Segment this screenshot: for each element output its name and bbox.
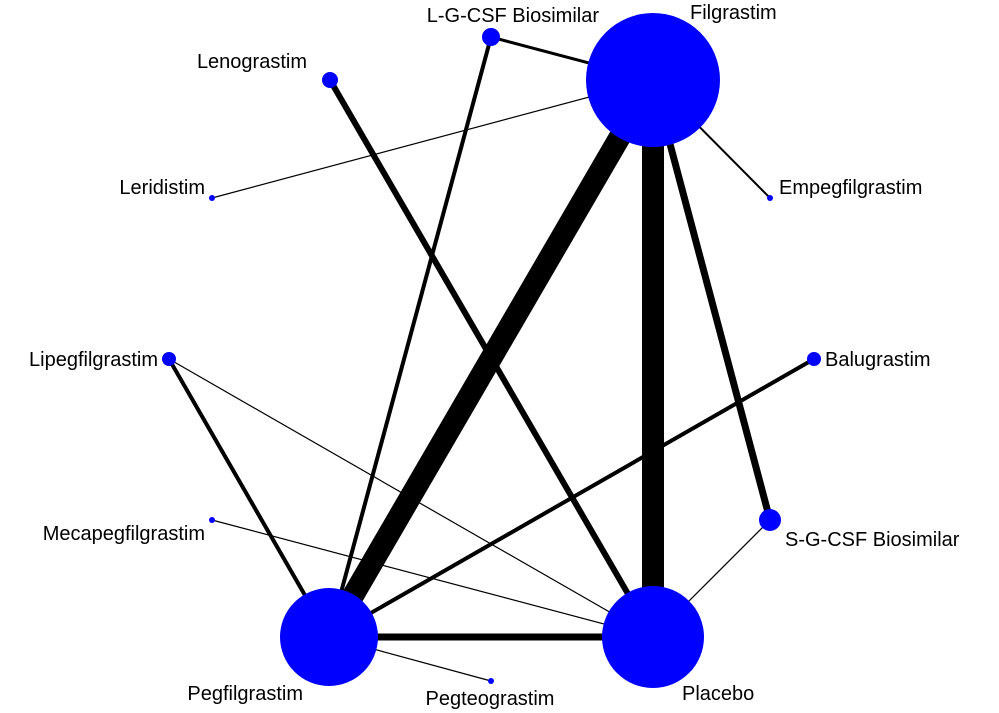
edge-filgrastim-s-g-csf-biosimilar — [649, 79, 774, 521]
node-filgrastim — [586, 13, 720, 147]
node-lenograstim — [322, 72, 338, 88]
edges-layer — [167, 35, 815, 682]
node-mecapegfilgrastim — [209, 517, 215, 523]
node-balugrastim — [807, 352, 821, 366]
node-label-pegfilgrastim: Pegfilgrastim — [187, 683, 303, 705]
node-label-leridistim: Leridistim — [119, 177, 205, 199]
node-pegfilgrastim — [280, 588, 378, 686]
node-leridistim — [209, 195, 215, 201]
node-empegfilgrastim — [767, 195, 773, 201]
edge-balugrastim-pegfilgrastim — [328, 357, 815, 639]
node-label-filgrastim: Filgrastim — [690, 2, 777, 24]
node-label-lenograstim: Lenograstim — [197, 51, 307, 73]
node-lipegfilgrastim — [162, 352, 176, 366]
node-label-pegteograstim: Pegteograstim — [426, 688, 555, 710]
node-placebo — [602, 586, 704, 688]
nodes-layer — [162, 13, 821, 688]
node-label-balugrastim: Balugrastim — [825, 349, 931, 371]
node-label-placebo: Placebo — [682, 683, 754, 705]
edge-leridistim-filgrastim — [211, 79, 654, 199]
node-label-l-g-csf-biosimilar: L-G-CSF Biosimilar — [427, 5, 600, 27]
edge-lipegfilgrastim-placebo — [168, 358, 654, 638]
node-label-lipegfilgrastim: Lipegfilgrastim — [29, 349, 158, 371]
edge-l-g-csf-biosimilar-pegfilgrastim — [327, 36, 493, 638]
node-s-g-csf-biosimilar — [759, 509, 781, 531]
labels-layer: Filgrastim L-G-CSF BiosimilarLenograstimL… — [29, 2, 960, 710]
edge-mecapegfilgrastim-placebo — [211, 519, 654, 638]
node-pegteograstim — [488, 678, 494, 684]
edge-lenograstim-placebo — [327, 78, 656, 639]
node-l-g-csf-biosimilar — [482, 28, 500, 46]
node-label-s-g-csf-biosimilar: S-G-CSF Biosimilar — [785, 529, 960, 551]
node-label-empegfilgrastim: Empegfilgrastim — [779, 177, 922, 199]
node-label-mecapegfilgrastim: Mecapegfilgrastim — [43, 523, 205, 545]
edge-lipegfilgrastim-pegfilgrastim — [167, 358, 331, 638]
